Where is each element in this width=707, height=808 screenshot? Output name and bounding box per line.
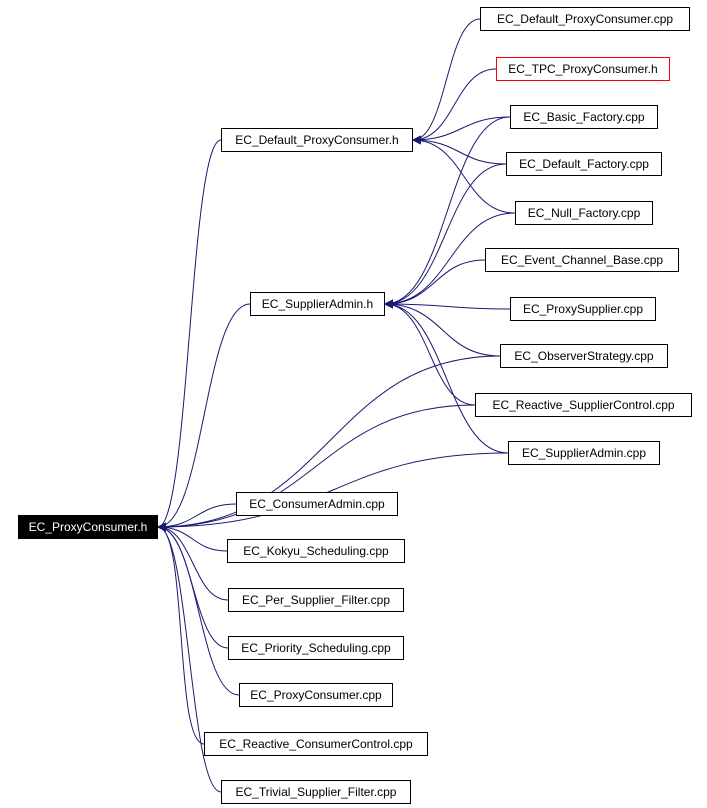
edge-supplier_admin_cpp-to-root <box>157 452 509 532</box>
edge-reactive_supplier_control_cpp-to-root <box>157 404 476 532</box>
edge-supplier_admin_cpp-to-supplier_admin_h <box>384 299 509 454</box>
edge-supplier_admin_h-to-root <box>157 303 251 532</box>
edge-basic_factory_cpp-to-supplier_admin_h <box>384 116 511 309</box>
node-ec-null-factory-cpp[interactable]: EC_Null_Factory.cpp <box>515 201 653 225</box>
edge-observer_strategy_cpp-to-root <box>157 355 501 532</box>
node-ec-priority-scheduling-cpp[interactable]: EC_Priority_Scheduling.cpp <box>228 636 404 660</box>
edge-reactive_supplier_control_cpp-to-supplier_admin_h <box>384 299 476 406</box>
edge-consumer_admin_cpp-to-root <box>157 503 237 532</box>
edge-default_factory_cpp-to-supplier_admin_h <box>384 163 507 309</box>
node-ec-event-channel-base-cpp[interactable]: EC_Event_Channel_Base.cpp <box>485 248 679 272</box>
node-ec-observerstrategy-cpp[interactable]: EC_ObserverStrategy.cpp <box>500 344 668 368</box>
node-ec-supplieradmin-cpp[interactable]: EC_SupplierAdmin.cpp <box>508 441 660 465</box>
edge-reactive_consumer_control_cpp-to-root <box>157 522 205 745</box>
node-ec-proxyconsumer-cpp[interactable]: EC_ProxyConsumer.cpp <box>239 683 393 707</box>
node-ec-basic-factory-cpp[interactable]: EC_Basic_Factory.cpp <box>510 105 658 129</box>
node-ec-tpc-proxyconsumer-h[interactable]: EC_TPC_ProxyConsumer.h <box>496 57 670 81</box>
edge-proxy_consumer_cpp-to-root <box>157 522 240 696</box>
node-ec-supplieradmin-h[interactable]: EC_SupplierAdmin.h <box>250 292 385 316</box>
edge-event_channel_base_cpp-to-supplier_admin_h <box>384 259 486 309</box>
edge-default_factory_cpp-to-default_proxy_consumer_h <box>412 135 507 165</box>
edge-tpc_proxy_consumer_h-to-default_proxy_consumer_h <box>412 68 497 145</box>
edge-default_proxy_consumer_h-to-root <box>157 139 222 532</box>
node-ec-reactive-consumercontrol-cpp[interactable]: EC_Reactive_ConsumerControl.cpp <box>204 732 428 756</box>
node-ec-reactive-suppliercontrol-cpp[interactable]: EC_Reactive_SupplierControl.cpp <box>475 393 692 417</box>
node-ec-per-supplier-filter-cpp[interactable]: EC_Per_Supplier_Filter.cpp <box>228 588 404 612</box>
edge-trivial_supplier_filter_cpp-to-root <box>157 522 222 793</box>
edge-null_factory_cpp-to-supplier_admin_h <box>384 212 516 309</box>
node-ec-default-proxyconsumer-h[interactable]: EC_Default_ProxyConsumer.h <box>221 128 413 152</box>
edge-basic_factory_cpp-to-default_proxy_consumer_h <box>412 116 511 145</box>
edge-default_proxy_consumer_cpp-to-default_proxy_consumer_h <box>412 18 481 145</box>
edge-observer_strategy_cpp-to-supplier_admin_h <box>384 299 501 357</box>
edge-per_supplier_filter_cpp-to-root <box>157 522 229 601</box>
node-ec-default-proxyconsumer-cpp[interactable]: EC_Default_ProxyConsumer.cpp <box>480 7 690 31</box>
node-ec-proxyconsumer-h[interactable]: EC_ProxyConsumer.h <box>18 515 158 539</box>
edge-proxy_supplier_cpp-to-supplier_admin_h <box>384 299 511 310</box>
node-ec-kokyu-scheduling-cpp[interactable]: EC_Kokyu_Scheduling.cpp <box>227 539 405 563</box>
node-ec-consumeradmin-cpp[interactable]: EC_ConsumerAdmin.cpp <box>236 492 398 516</box>
node-ec-proxysupplier-cpp[interactable]: EC_ProxySupplier.cpp <box>510 297 656 321</box>
node-ec-trivial-supplier-filter-cpp[interactable]: EC_Trivial_Supplier_Filter.cpp <box>221 780 411 804</box>
node-ec-default-factory-cpp[interactable]: EC_Default_Factory.cpp <box>506 152 662 176</box>
edge-kokyu_scheduling_cpp-to-root <box>157 522 228 552</box>
edge-null_factory_cpp-to-default_proxy_consumer_h <box>412 135 516 214</box>
